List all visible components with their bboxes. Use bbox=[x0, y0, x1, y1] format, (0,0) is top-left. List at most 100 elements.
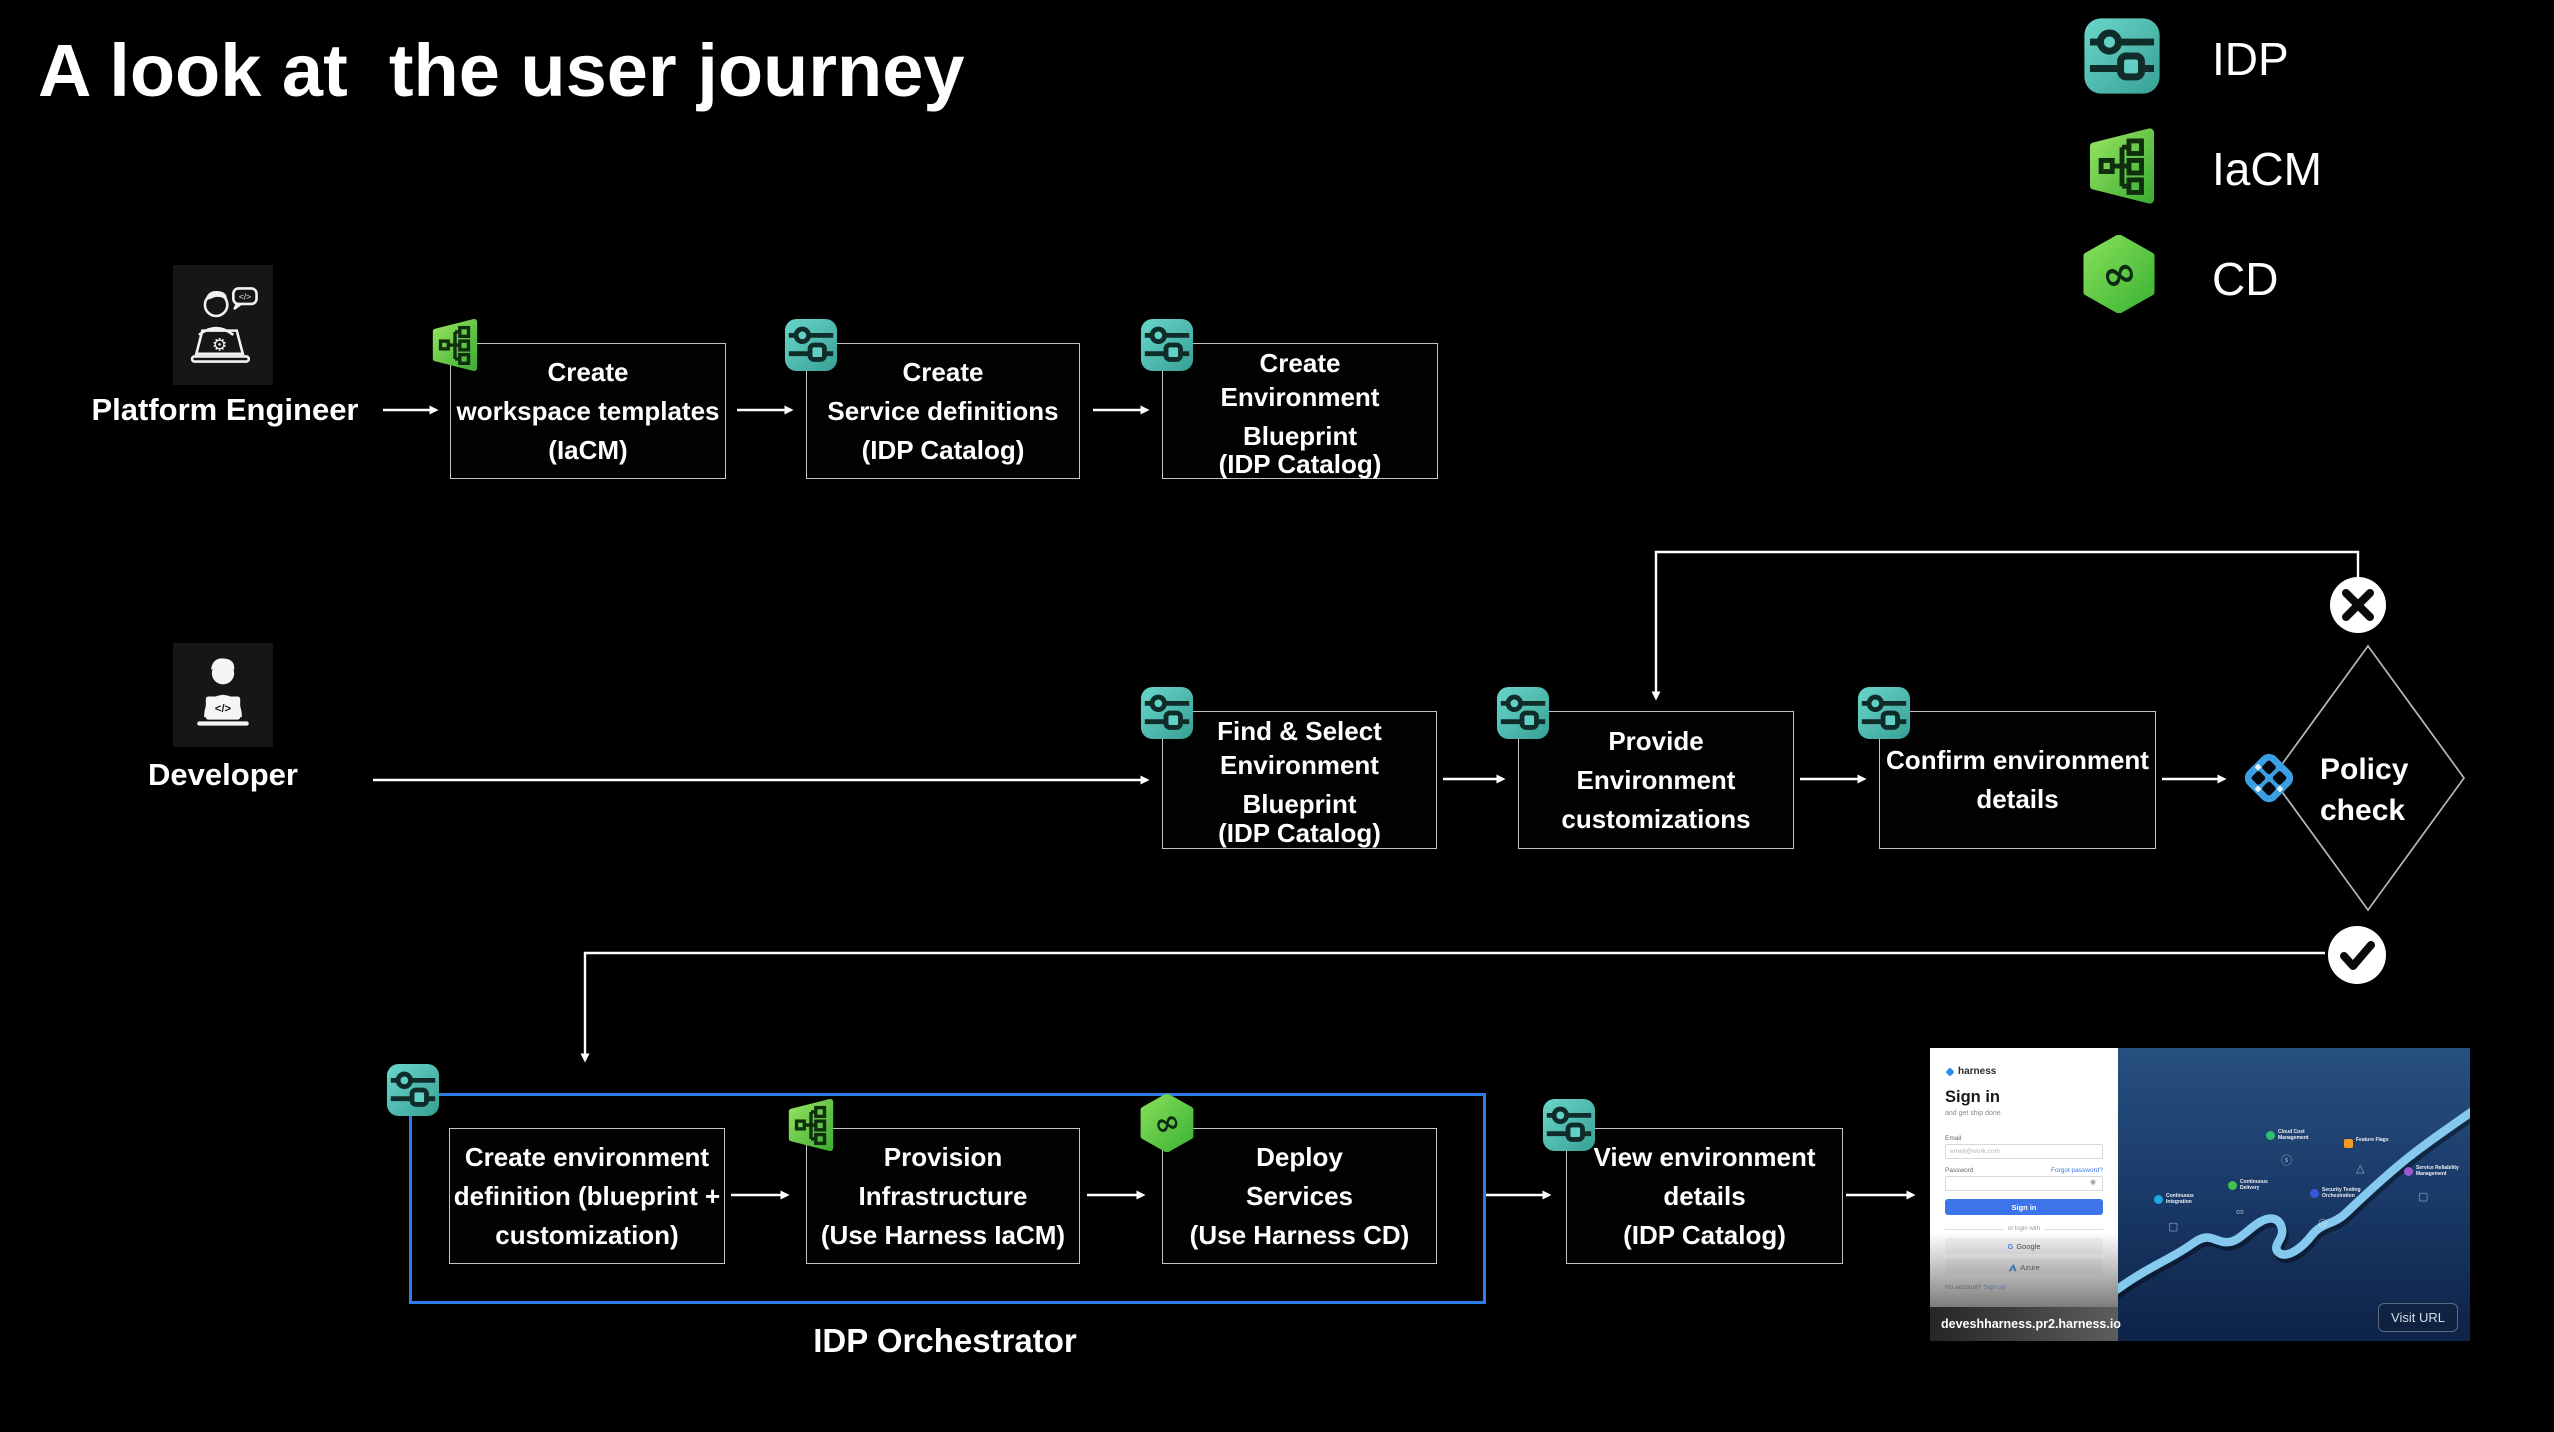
svg-text:⚙: ⚙ bbox=[212, 336, 227, 356]
box-line: Provide bbox=[1608, 725, 1704, 756]
signin-subtitle: and get ship done. bbox=[1945, 1110, 2003, 1117]
journey-road bbox=[2118, 1107, 2470, 1300]
box-line: Confirm environment bbox=[1886, 744, 2149, 775]
cd-icon: ∞ bbox=[2080, 234, 2158, 314]
product-label: Continuous Integration bbox=[2166, 1193, 2194, 1205]
iacm-icon bbox=[428, 318, 482, 372]
box-provision-infrastructure: Provision Infrastructure (Use Harness Ia… bbox=[806, 1128, 1080, 1264]
panel-fade bbox=[1930, 1233, 2118, 1307]
feature-flags-icon bbox=[2344, 1139, 2353, 1148]
password-input[interactable] bbox=[1945, 1176, 2103, 1191]
box-find-select-blueprint: Find & Select Environment Blueprint (IDP… bbox=[1162, 711, 1437, 849]
triangle-glyph-icon: △ bbox=[2356, 1163, 2365, 1175]
idp-icon bbox=[2083, 17, 2161, 95]
iacm-icon bbox=[784, 1098, 838, 1152]
policy-icon bbox=[2237, 746, 2301, 810]
policy-check-label: Policy check bbox=[2320, 750, 2408, 831]
srm-icon bbox=[2404, 1167, 2413, 1176]
product-feature-flags: Feature Flags bbox=[2344, 1137, 2402, 1148]
box-create-workspace-templates: Create workspace templates (IaCM) bbox=[450, 343, 726, 479]
signin-panel: harness Sign in and get ship done. Email… bbox=[1930, 1048, 2118, 1341]
cube-glyph-icon: ▢ bbox=[2168, 1221, 2179, 1233]
legend-label-idp: IDP bbox=[2212, 33, 2289, 85]
box-line: (IDP Catalog) bbox=[1218, 818, 1381, 848]
cd-icon: ∞ bbox=[1138, 1093, 1196, 1153]
box-line: Services bbox=[1246, 1180, 1353, 1211]
developer-label: Developer bbox=[148, 757, 298, 792]
signin-button[interactable]: Sign in bbox=[1945, 1199, 2103, 1215]
email-input[interactable] bbox=[1945, 1144, 2103, 1159]
svg-text:</>: </> bbox=[215, 703, 232, 715]
idp-icon bbox=[1857, 686, 1911, 740]
box-line: (IDP Catalog) bbox=[1218, 448, 1382, 479]
box-line: Environment Blueprint bbox=[1220, 381, 1380, 451]
idp-icon bbox=[1140, 318, 1194, 372]
box-line: Environment Blueprint bbox=[1220, 750, 1379, 819]
password-label: Password bbox=[1945, 1167, 1974, 1174]
show-password-icon[interactable]: ◉ bbox=[2090, 1179, 2097, 1186]
harness-logo-text: harness bbox=[1958, 1066, 1997, 1077]
box-create-service-definitions: Create Service definitions (IDP Catalog) bbox=[806, 343, 1080, 479]
instance-url: deveshharness.pr2.harness.io bbox=[1941, 1317, 2121, 1331]
password-row: Password Forgot password? bbox=[1945, 1167, 2103, 1174]
forgot-password-link[interactable]: Forgot password? bbox=[2050, 1167, 2103, 1174]
box-line: (IDP Catalog) bbox=[861, 434, 1025, 465]
platform-engineer-label: Platform Engineer bbox=[91, 392, 359, 427]
idp-icon bbox=[1496, 686, 1550, 740]
product-label: Cloud Cost Management bbox=[2278, 1129, 2309, 1141]
box-line: Provision bbox=[883, 1141, 1003, 1172]
cd-module-icon bbox=[2228, 1181, 2237, 1190]
box-line: Create bbox=[547, 356, 629, 387]
box-line: customization) bbox=[495, 1219, 679, 1250]
product-journey-panel: Cloud Cost Management ⓢ Feature Flags △ … bbox=[2118, 1048, 2470, 1341]
fail-icon bbox=[2330, 577, 2386, 633]
idp-orchestrator-container bbox=[409, 1093, 1486, 1304]
product-sto: Security Testing Orchestration bbox=[2310, 1187, 2368, 1200]
box-line: (IaCM) bbox=[548, 434, 628, 465]
svg-text:</>: </> bbox=[239, 292, 251, 302]
product-cd: Continuous Delivery bbox=[2228, 1179, 2286, 1192]
box-view-environment-details: View environment details (IDP Catalog) bbox=[1566, 1128, 1843, 1264]
box-line: details bbox=[1976, 783, 2059, 814]
product-srm: Service Reliability Management bbox=[2404, 1165, 2462, 1178]
box-line: Infrastructure bbox=[858, 1180, 1028, 1211]
box-deploy-services: Deploy Services (Use Harness CD) bbox=[1162, 1128, 1437, 1264]
developer-icon: </> bbox=[173, 643, 273, 747]
iacm-icon bbox=[2083, 127, 2161, 205]
product-ci: Continuous Integration bbox=[2154, 1193, 2212, 1206]
visit-url-button[interactable]: Visit URL bbox=[2378, 1303, 2458, 1332]
cloud-cost-icon bbox=[2266, 1131, 2275, 1140]
policy-line: Policy bbox=[2320, 753, 2409, 786]
pass-icon bbox=[2328, 926, 2386, 984]
product-label: Feature Flags bbox=[2356, 1137, 2389, 1143]
policy-line: check bbox=[2320, 793, 2406, 827]
box-line: Create bbox=[902, 356, 984, 387]
arrow-policy-pass bbox=[580, 951, 2325, 1063]
box-line: Environment bbox=[1576, 764, 1736, 795]
box-line: Find & Select bbox=[1217, 716, 1382, 746]
product-label: Security Testing Orchestration bbox=[2322, 1187, 2361, 1199]
dollar-glyph-icon: ⓢ bbox=[2281, 1155, 2292, 1167]
key-glyph-icon: ◎ bbox=[2318, 1217, 2328, 1229]
box-line: (IDP Catalog) bbox=[1623, 1219, 1786, 1250]
box-provide-customizations: Provide Environment customizations bbox=[1518, 711, 1794, 849]
box-line: Create environment bbox=[464, 1141, 710, 1172]
box-line: details bbox=[1663, 1180, 1746, 1211]
login-divider: or login with bbox=[1945, 1226, 2103, 1232]
platform-engineer-icon: </> ⚙ bbox=[173, 265, 273, 385]
box-line: workspace templates bbox=[456, 395, 720, 426]
policy-check-diamond bbox=[2270, 644, 2466, 912]
product-label: Continuous Delivery bbox=[2240, 1179, 2268, 1191]
box-line: definition (blueprint + bbox=[453, 1180, 721, 1211]
box-line: (Use Harness IaCM) bbox=[820, 1219, 1066, 1250]
box-line: Create bbox=[1259, 348, 1341, 378]
box-confirm-environment-details: Confirm environment details bbox=[1879, 711, 2156, 849]
box-line: View environment bbox=[1593, 1141, 1816, 1172]
box-create-environment-blueprint: Create Environment Blueprint (IDP Catalo… bbox=[1162, 343, 1438, 479]
box-create-environment-definition: Create environment definition (blueprint… bbox=[449, 1128, 725, 1264]
box-line: Deploy bbox=[1256, 1141, 1343, 1172]
sto-icon bbox=[2310, 1189, 2319, 1198]
harness-logo: harness bbox=[1945, 1066, 2103, 1077]
